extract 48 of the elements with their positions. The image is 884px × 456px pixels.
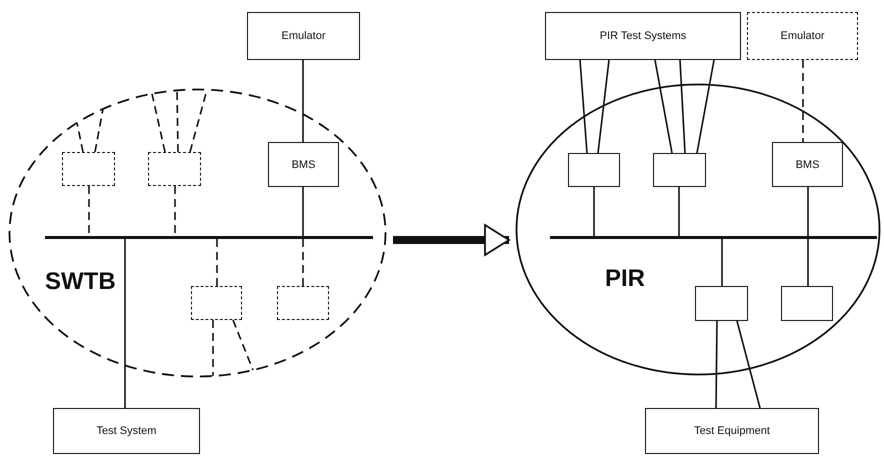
system-box: Test Equipment — [645, 408, 819, 454]
device-box — [695, 286, 748, 321]
connection-line — [736, 320, 761, 408]
device-box — [781, 286, 833, 321]
device-box — [191, 286, 242, 320]
bus-line — [550, 236, 877, 239]
device-box — [62, 152, 115, 186]
connection-line — [807, 187, 809, 236]
connection-line — [88, 186, 90, 236]
connection-line — [715, 321, 718, 408]
connection-line — [151, 94, 166, 152]
network-label: SWTB — [45, 268, 116, 296]
network-boundary — [8, 88, 387, 378]
connection-line — [94, 108, 104, 152]
connection-line — [232, 320, 254, 370]
transition-arrow — [393, 224, 510, 256]
device-box — [568, 153, 620, 187]
connection-line — [302, 239, 304, 286]
system-box: BMS — [268, 142, 339, 187]
connection-line — [679, 60, 686, 154]
connection-line — [302, 60, 304, 142]
connection-line — [216, 239, 218, 286]
connection-line — [174, 186, 176, 236]
device-box — [277, 286, 329, 320]
system-box: Emulator — [747, 12, 858, 60]
device-box — [653, 153, 706, 187]
connection-line — [302, 187, 304, 236]
system-box: PIR Test Systems — [545, 12, 741, 60]
connection-line — [212, 320, 214, 376]
bus-line — [45, 236, 373, 239]
connection-line — [579, 60, 588, 154]
device-box — [148, 152, 201, 186]
connection-line — [678, 187, 680, 236]
connection-line — [807, 239, 809, 286]
connection-line — [721, 239, 723, 286]
connection-line — [76, 122, 84, 152]
system-box: Test System — [53, 408, 200, 454]
connection-line — [696, 60, 715, 154]
connection-line — [597, 60, 610, 154]
system-box: BMS — [772, 142, 843, 187]
connection-line — [176, 90, 179, 152]
system-box: Emulator — [247, 12, 360, 60]
network-label: PIR — [605, 265, 646, 293]
connection-line — [654, 60, 673, 154]
network-boundary — [515, 83, 881, 376]
connection-line — [124, 239, 126, 408]
connection-line — [802, 60, 804, 142]
connection-line — [593, 187, 595, 236]
